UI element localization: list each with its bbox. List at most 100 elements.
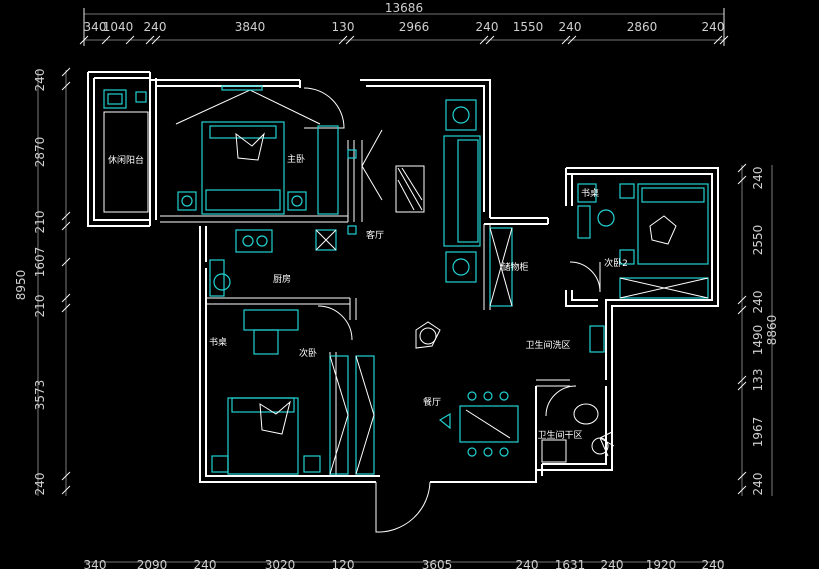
room-label-desk-right: 书桌 (581, 187, 599, 199)
dim-top-6: 240 (476, 20, 499, 34)
living-room: 客厅 (347, 99, 481, 283)
dim-right-5: 1967 (751, 417, 765, 448)
dim-bottom-4: 120 (332, 558, 355, 569)
dim-right-4: 133 (751, 369, 765, 392)
room-label-dining: 餐厅 (423, 396, 441, 408)
storage-cabinet: 储物柜 (489, 227, 529, 307)
dim-right-total: 8860 (765, 315, 779, 346)
room-label-kitchen: 厨房 (273, 273, 291, 285)
left-dimension-chain: 8950 240 2870 210 1607 210 3573 240 (14, 67, 71, 496)
master-bedroom: 主卧 (175, 85, 339, 215)
dim-left-2: 210 (33, 211, 47, 234)
dim-right-1: 2550 (751, 225, 765, 256)
right-tick (737, 485, 747, 495)
dim-bottom-3: 3020 (265, 558, 296, 569)
dim-bottom-5: 3605 (422, 558, 453, 569)
top-tick (567, 35, 577, 45)
left-tick (61, 67, 71, 77)
room-label-storage: 储物柜 (501, 261, 528, 273)
top-tick (719, 35, 729, 45)
top-tick (561, 35, 571, 45)
dim-bottom-1: 2090 (137, 558, 168, 569)
dim-top-3: 3840 (235, 20, 266, 34)
dining-area: 餐厅 (415, 321, 519, 457)
room-label-master-bedroom: 主卧 (287, 153, 305, 165)
dim-bottom-2: 240 (194, 558, 217, 569)
right-tick (737, 305, 747, 315)
dim-right-6: 240 (751, 473, 765, 496)
second-bedroom: 书桌 次卧 (209, 309, 375, 475)
dim-left-1: 2870 (33, 137, 47, 168)
top-tick (125, 35, 135, 45)
top-tick (151, 35, 161, 45)
dim-top-8: 240 (559, 20, 582, 34)
left-tick (61, 211, 71, 221)
dim-top-10: 240 (702, 20, 725, 34)
toilet: 卫生间洗区 卫生间干区 (525, 325, 615, 463)
right-dimension-ticks (737, 163, 747, 495)
room-label-living-room: 客厅 (366, 229, 384, 241)
left-tick (61, 303, 71, 313)
dim-top-9: 2860 (627, 20, 658, 34)
dim-top-7: 1550 (513, 20, 544, 34)
dim-bottom-7: 1631 (555, 558, 586, 569)
room-label-toilet-wash: 卫生间洗区 (525, 339, 570, 351)
dim-top-1: 1040 (103, 20, 134, 34)
exterior-walls (87, 71, 719, 483)
dim-bottom-6: 240 (516, 558, 539, 569)
dim-top-2: 240 (144, 20, 167, 34)
right-tick (737, 163, 747, 173)
dim-left-total: 8950 (14, 270, 28, 301)
top-tick (479, 35, 489, 45)
dim-bottom-9: 1920 (646, 558, 677, 569)
dim-left-0: 240 (33, 69, 47, 92)
dim-left-5: 3573 (33, 380, 47, 411)
left-tick (61, 81, 71, 91)
room-label-second-bedroom: 次卧 (299, 347, 317, 359)
left-tick (61, 221, 71, 231)
right-tick (737, 375, 747, 385)
dim-bottom-10: 240 (702, 558, 725, 569)
bedroom-two: 次卧2 书桌 (577, 183, 709, 299)
room-label-bedroom-two: 次卧2 (604, 257, 628, 269)
top-tick (101, 35, 111, 45)
left-tick (61, 471, 71, 481)
dim-right-2: 240 (751, 291, 765, 314)
top-tick (345, 35, 355, 45)
doors (303, 87, 601, 533)
top-tick (145, 35, 155, 45)
dim-top-4: 130 (332, 20, 355, 34)
dim-right-3: 1490 (751, 325, 765, 356)
room-label-balcony: 休闲阳台 (108, 154, 144, 166)
kitchen: 厨房 (209, 229, 337, 297)
top-tick (338, 35, 348, 45)
dim-bottom-0: 340 (84, 558, 107, 569)
top-tick (713, 35, 723, 45)
top-tick (79, 35, 89, 45)
dim-top-5: 2966 (399, 20, 430, 34)
room-label-desk-left: 书桌 (209, 336, 227, 348)
left-tick (61, 257, 71, 267)
dim-left-3: 1607 (33, 247, 47, 278)
right-dimension-chain: 8860 240 2550 240 1490 133 1967 240 (737, 163, 779, 496)
dim-left-4: 210 (33, 295, 47, 318)
dim-left-6: 240 (33, 473, 47, 496)
dim-right-0: 240 (751, 167, 765, 190)
dim-top-0: 340 (84, 20, 107, 34)
right-tick (737, 381, 747, 391)
right-tick (737, 175, 747, 185)
left-dimension-ticks (61, 67, 71, 495)
balcony: 休闲阳台 (103, 89, 149, 213)
left-tick (61, 485, 71, 495)
bottom-dimension-chain: 340 2090 240 3020 120 3605 240 1631 240 … (84, 558, 725, 569)
top-tick (485, 35, 495, 45)
right-tick (737, 471, 747, 481)
left-tick (61, 293, 71, 303)
top-dimension-ticks (79, 35, 729, 45)
room-label-toilet-dry: 卫生间干区 (537, 429, 582, 441)
dim-bottom-8: 240 (601, 558, 624, 569)
right-tick (737, 295, 747, 305)
dim-total-top: 13686 (385, 1, 423, 15)
top-dimension-chain: 13686 340 1040 240 3840 130 2966 240 155… (79, 1, 729, 46)
